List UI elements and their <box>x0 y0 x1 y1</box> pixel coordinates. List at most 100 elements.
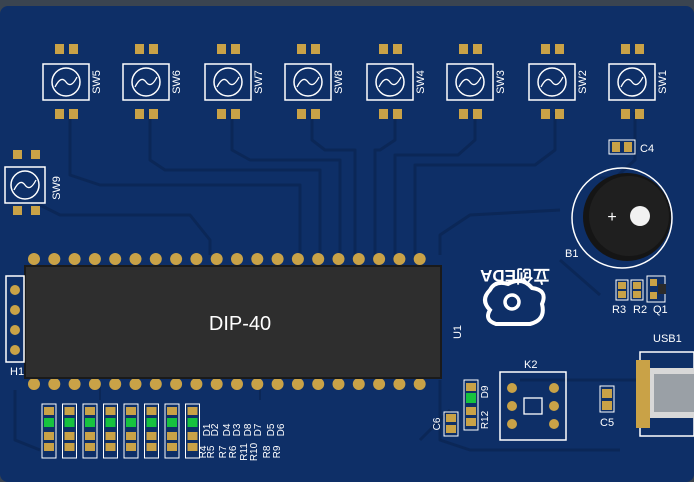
header-ref: H1 <box>10 366 24 378</box>
ic-pin-bottom <box>48 378 61 390</box>
ic-pin-top <box>251 253 264 265</box>
led-column <box>82 403 98 459</box>
buzzer-ref: B1 <box>565 248 578 260</box>
switch-sw3: SW3 <box>446 44 507 119</box>
led-column <box>103 403 118 459</box>
led-column <box>41 403 57 459</box>
capacitor-c5: C5 <box>599 385 615 429</box>
usb-connector: USB1 <box>636 333 694 437</box>
switch-sw2: SW2 <box>528 44 589 119</box>
c6-label: C6 <box>432 417 443 430</box>
led-column <box>123 403 139 459</box>
c4-label: C4 <box>640 143 654 155</box>
ic-pin-top <box>332 253 345 265</box>
ic-pin-bottom <box>312 378 325 390</box>
ic-pin-bottom <box>332 378 345 390</box>
resistor-label-r6: R6 <box>228 445 239 458</box>
led-label-d1: D1 <box>202 423 213 436</box>
switch-sw8: SW8 <box>284 44 345 119</box>
led-label-d5: D5 <box>266 423 277 436</box>
ic-pin-bottom <box>88 378 101 390</box>
led-label-d6: D6 <box>276 423 287 436</box>
capacitor-c6: C6 <box>432 411 459 437</box>
ic-pin-bottom <box>129 378 142 390</box>
led-d9: R12 D9 <box>463 379 491 431</box>
ic-pin-top <box>129 253 142 265</box>
switch-sw1: SW1 <box>608 44 669 119</box>
led-label-d3: D3 <box>232 423 243 436</box>
switch-sw5: SW5 <box>42 44 103 119</box>
r2-label: R2 <box>633 304 647 316</box>
ic-pin-bottom <box>373 378 386 390</box>
ic-pin-top <box>413 253 426 265</box>
ic-pin-top <box>109 253 122 265</box>
usb-label: USB1 <box>653 333 682 345</box>
switch-label-sw4: SW4 <box>415 70 427 94</box>
lceda-logo: 立创EDA <box>480 266 550 326</box>
connector-k2: K2 <box>499 359 567 441</box>
ic-pin-bottom <box>291 378 304 390</box>
ic-pin-top <box>231 253 243 265</box>
led-label-d2: D2 <box>210 423 221 436</box>
ic-pin-bottom <box>170 378 183 390</box>
ic-pin-bottom <box>149 378 162 390</box>
switch-label-sw1: SW1 <box>657 70 669 94</box>
transistor-group: R3 R2 Q1 <box>612 275 668 316</box>
ic-pin-top <box>352 253 365 265</box>
resistor-label-r8: R8 <box>262 445 273 458</box>
ic-pin-top <box>149 253 162 265</box>
buzzer-plus-symbol: + <box>607 209 616 226</box>
switch-label-sw8: SW8 <box>333 70 345 94</box>
ic-pin-bottom <box>28 378 40 390</box>
dip40-chip: DIP-40 U1 <box>24 253 464 390</box>
ic-pin-bottom <box>352 378 365 390</box>
ic-pin-top <box>28 253 40 265</box>
ic-pin-top <box>210 253 223 265</box>
resistor-label-r10: R10 <box>249 442 260 461</box>
ic-pin-top <box>170 253 183 265</box>
led-label-d4: D4 <box>222 423 233 436</box>
ic-pin-top <box>68 253 81 265</box>
led-column <box>144 403 159 459</box>
ic-pin-top <box>48 253 61 265</box>
r3-label: R3 <box>612 304 626 316</box>
switch-sw4: SW4 <box>366 44 427 119</box>
ic-pin-bottom <box>210 378 223 390</box>
ic-pin-bottom <box>231 378 243 390</box>
q1-label: Q1 <box>653 304 668 316</box>
d9-label: D9 <box>480 385 491 398</box>
resistor-label-r11: R11 <box>239 443 250 461</box>
switch-sw6: SW6 <box>122 44 183 119</box>
ic-pin-top <box>291 253 304 265</box>
ic-pin-bottom <box>251 378 264 390</box>
ic-pin-top <box>312 253 325 265</box>
copper-traces <box>13 112 640 452</box>
switch-label-sw2: SW2 <box>577 70 589 94</box>
k2-label: K2 <box>524 359 537 371</box>
switch-sw9: SW9 <box>4 150 63 215</box>
logo-text: 立创EDA <box>480 266 550 286</box>
c5-label: C5 <box>600 417 614 429</box>
led-label-d8: D8 <box>243 423 254 436</box>
led-label-d7: D7 <box>253 423 264 436</box>
switch-sw7: SW7 <box>204 44 265 119</box>
resistor-label-r9: R9 <box>272 445 283 458</box>
switch-label-sw3: SW3 <box>495 70 507 94</box>
ic-pin-bottom <box>109 378 122 390</box>
resistor-label-r4: R4 <box>198 445 209 458</box>
led-column <box>164 403 180 459</box>
resistor-label-r7: R7 <box>218 445 229 458</box>
buzzer-b1: + B1 <box>565 167 673 269</box>
ic-pin-top <box>88 253 101 265</box>
switch-label-sw7: SW7 <box>253 70 265 94</box>
ic-label: DIP-40 <box>209 313 271 335</box>
ic-pin-bottom <box>68 378 81 390</box>
switch-label-sw9: SW9 <box>51 176 63 200</box>
led-column <box>62 403 77 459</box>
ic-pin-top <box>393 253 406 265</box>
ic-ref: U1 <box>452 325 464 339</box>
r12-label: R12 <box>480 410 491 429</box>
